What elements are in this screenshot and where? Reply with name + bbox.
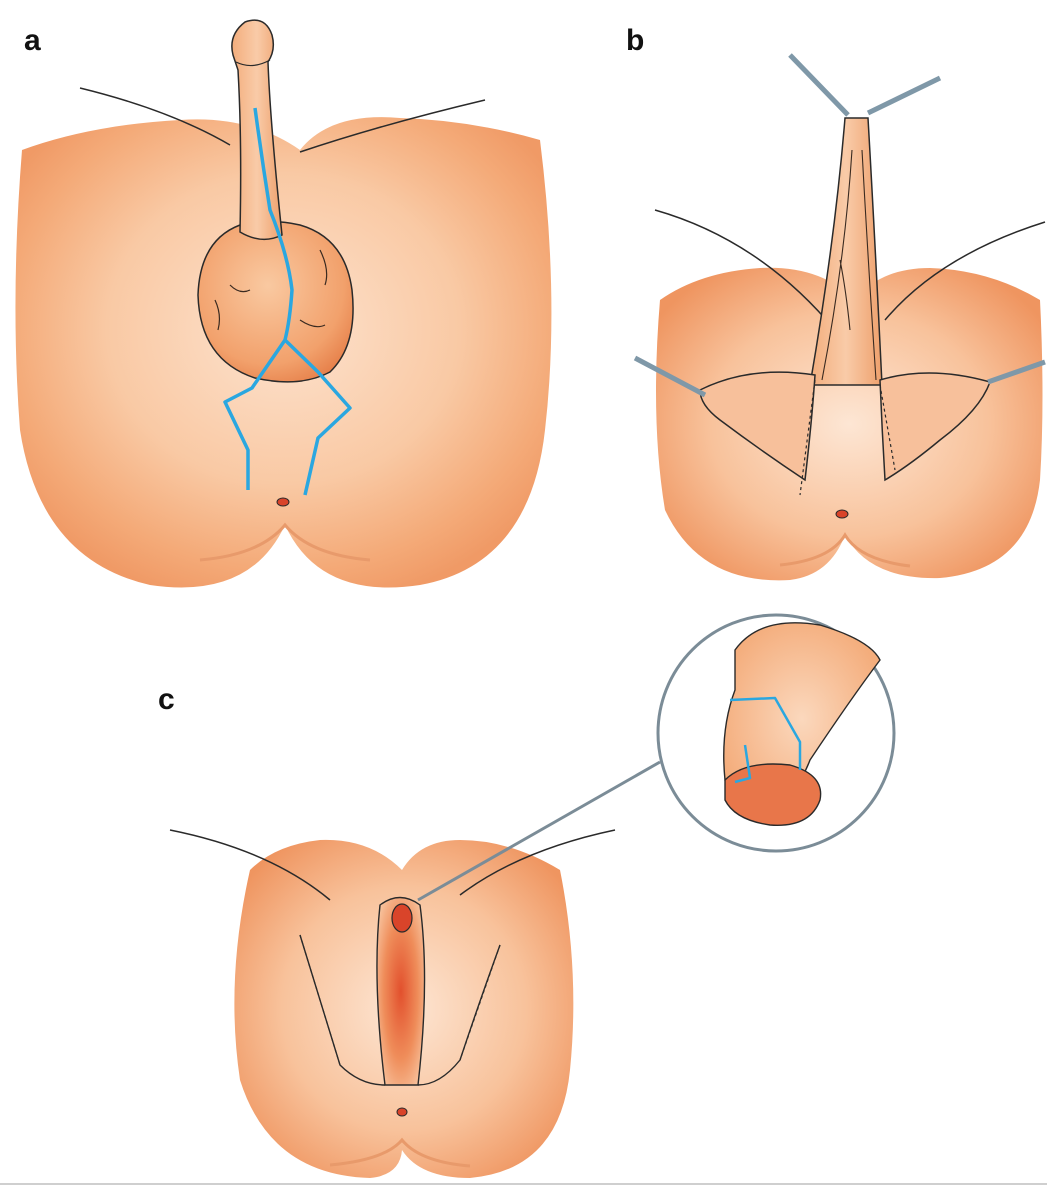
panel-a-thigh-line-left: [79, 87, 231, 146]
panel-a-scrotal-crease: [214, 249, 328, 331]
panel-c-anus: [396, 1107, 408, 1117]
bottom-divider: [0, 1183, 1047, 1185]
panel-b-gluteal-fold: [779, 532, 911, 568]
panel-a-incision-marking: [223, 107, 352, 496]
panel-c-labia-left: [299, 934, 386, 1086]
panel-a-anus: [276, 497, 290, 507]
panel-a-glans-line: [235, 59, 271, 67]
panel-c-gluteal-fold: [329, 1137, 471, 1168]
panel-b-flap-right: [879, 372, 991, 482]
panel-b-retractor-right: [987, 359, 1046, 385]
panel-b-thigh-line-left: [654, 209, 836, 331]
panel-b-suture-line: [799, 379, 896, 496]
panel-b-thigh-line-right: [884, 221, 1046, 321]
panel-b-buttocks: [656, 267, 1043, 581]
panel-a-scrotum: [197, 220, 354, 383]
panel-c: [169, 613, 896, 1178]
panel-b-flap-left: [699, 371, 816, 482]
panel-a-thigh-line-right: [299, 99, 486, 153]
panel-c-thigh-line-left: [169, 829, 331, 901]
panel-b-penile-shaft: [809, 117, 883, 386]
panel-b-label: b: [626, 24, 645, 57]
panel-c-labia-right: [417, 944, 501, 1086]
panel-b: [633, 53, 1046, 581]
panel-b-shaft-sutures: [821, 149, 877, 381]
panel-c-inset-incision: [729, 696, 802, 784]
panel-b-anus: [835, 509, 849, 519]
panel-c-label: c: [158, 683, 175, 716]
panel-c-leader-line: [417, 760, 661, 902]
panel-b-retractor-top-right: [866, 75, 942, 116]
panel-b-retractor-left: [633, 355, 707, 398]
panel-a-label: a: [24, 24, 41, 57]
panel-a-gluteal-fold: [199, 522, 371, 562]
panel-a: [15, 19, 552, 588]
panel-c-neovulva: [376, 896, 426, 1086]
panel-c-thigh-line-right: [459, 829, 616, 896]
panel-b-retractor-top-left: [788, 53, 850, 117]
panel-c-neoclitoris: [391, 903, 413, 933]
panel-c-suture-lines: [299, 934, 501, 1066]
